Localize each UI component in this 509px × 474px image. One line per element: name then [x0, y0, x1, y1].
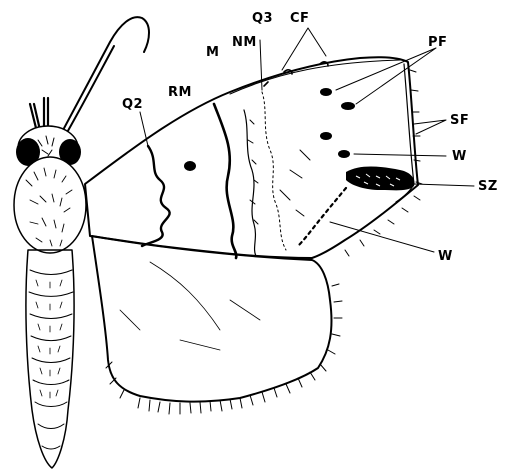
label-nm: NM [232, 35, 257, 50]
thorax [14, 157, 86, 253]
label-w-lower: W [438, 249, 453, 264]
antennae [30, 17, 149, 136]
sf-leader [414, 120, 446, 134]
nm-line [244, 110, 256, 256]
submarginal-row [298, 188, 346, 246]
labels: Q2 RM M NM Q3 CF PF SF W SZ W [122, 11, 498, 264]
hindwing [92, 236, 342, 414]
label-q2: Q2 [122, 97, 143, 112]
q2-line [142, 146, 170, 246]
w-lower-leader [330, 222, 434, 252]
label-cf: CF [290, 11, 309, 26]
label-pf: PF [428, 35, 447, 50]
label-sz: SZ [478, 179, 498, 194]
forewing [85, 57, 422, 258]
m-line [214, 104, 236, 258]
pf-spot-2 [341, 102, 355, 110]
rm-spot [184, 161, 196, 171]
label-sf: SF [450, 113, 469, 128]
q3-line [262, 92, 286, 250]
pf-spot-3 [320, 132, 332, 140]
label-m: M [206, 45, 219, 60]
leader-lines [140, 28, 474, 252]
label-rm: RM [168, 85, 192, 100]
w-upper-leader [354, 154, 446, 156]
sz-zone [346, 167, 414, 191]
body [14, 157, 86, 468]
w-spot [338, 150, 350, 158]
pf-leader [336, 48, 436, 104]
label-w-upper: W [452, 149, 467, 164]
label-q3: Q3 [252, 11, 273, 26]
sz-leader [414, 184, 474, 186]
pf-spot-1 [320, 88, 332, 96]
